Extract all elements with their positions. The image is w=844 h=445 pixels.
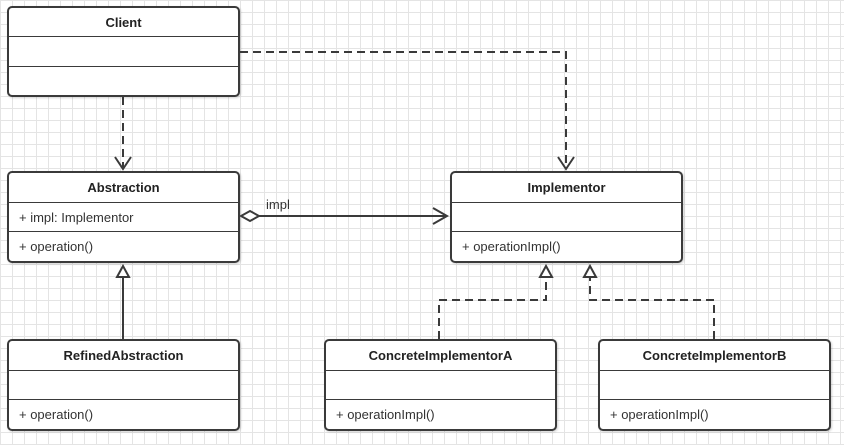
class-client[interactable]: Client <box>7 6 240 97</box>
class-refined-abstraction-attributes <box>9 369 238 400</box>
class-refined-abstraction-operations: + operation() <box>9 399 238 429</box>
class-concrete-implementor-a-operations: + operationImpl() <box>326 399 555 429</box>
class-concrete-implementor-a[interactable]: ConcreteImplementorA + operationImpl() <box>324 339 557 431</box>
class-client-operations <box>9 65 238 95</box>
class-concrete-implementor-a-name: ConcreteImplementorA <box>368 347 513 363</box>
class-implementor-name: Implementor <box>527 179 606 195</box>
class-concrete-implementor-b-name: ConcreteImplementorB <box>642 347 787 363</box>
generalization-refined-abstraction <box>115 263 131 339</box>
aggregation-label: impl <box>266 197 290 212</box>
class-client-name: Client <box>105 14 142 30</box>
class-abstraction[interactable]: Abstraction + impl: Implementor + operat… <box>7 171 240 263</box>
class-implementor-operations: + operationImpl() <box>452 231 681 261</box>
class-abstraction-attributes: + impl: Implementor <box>9 201 238 232</box>
dependency-client-abstraction <box>114 97 132 171</box>
class-implementor-attributes <box>452 201 681 232</box>
class-abstraction-operations: + operation() <box>9 231 238 261</box>
class-concrete-implementor-b-attributes <box>600 369 829 400</box>
class-concrete-implementor-a-attributes <box>326 369 555 400</box>
realization-concrete-b-implementor <box>582 263 715 339</box>
class-concrete-implementor-b-operations: + operationImpl() <box>600 399 829 429</box>
class-concrete-implementor-b[interactable]: ConcreteImplementorB + operationImpl() <box>598 339 831 431</box>
realization-concrete-a-implementor <box>438 263 554 339</box>
class-client-attributes <box>9 36 238 65</box>
class-abstraction-name: Abstraction <box>87 179 160 195</box>
class-refined-abstraction[interactable]: RefinedAbstraction + operation() <box>7 339 240 431</box>
class-refined-abstraction-name: RefinedAbstraction <box>63 347 184 363</box>
dependency-client-implementor <box>240 51 575 171</box>
class-implementor[interactable]: Implementor + operationImpl() <box>450 171 683 263</box>
